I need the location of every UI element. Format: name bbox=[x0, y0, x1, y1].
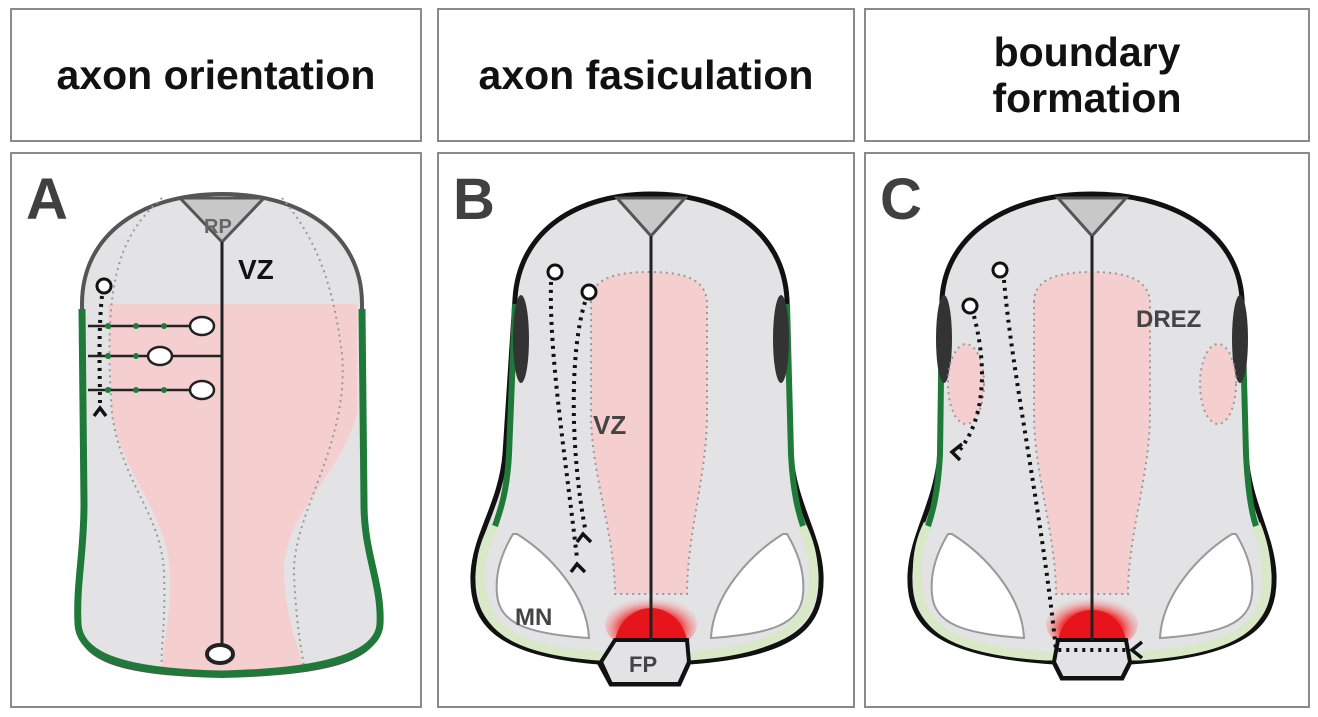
neuron-soma-icon bbox=[582, 285, 596, 299]
panel-letter: B bbox=[453, 170, 495, 230]
label-drez: DREZ bbox=[1136, 306, 1201, 334]
panel-a: A RP VZ bbox=[10, 152, 422, 708]
neuron-soma-icon bbox=[548, 265, 562, 279]
ventral-soma bbox=[207, 645, 233, 663]
label-rp: RP bbox=[204, 216, 232, 239]
floor-plate bbox=[1054, 640, 1130, 678]
label-vz: VZ bbox=[238, 254, 274, 286]
neuron-soma-icon bbox=[97, 279, 111, 293]
header-title: axon orientation bbox=[57, 52, 376, 98]
neuron-soma-icon bbox=[963, 299, 977, 313]
drez-cap-left bbox=[513, 295, 529, 383]
header-axon-fasiculation: axon fasiculation bbox=[437, 8, 855, 142]
panel-letter: A bbox=[26, 170, 68, 230]
label-mn: MN bbox=[515, 604, 552, 632]
header-boundary-formation: boundary formation bbox=[864, 8, 1310, 142]
panel-b-diagram bbox=[439, 154, 855, 708]
panel-c-diagram bbox=[866, 154, 1310, 708]
label-fp: FP bbox=[629, 652, 657, 678]
header-axon-orientation: axon orientation bbox=[10, 8, 422, 142]
drez-cap-right bbox=[773, 295, 789, 383]
panel-c: C DREZ bbox=[864, 152, 1310, 708]
panel-b: B VZ MN FP bbox=[437, 152, 855, 708]
header-title: boundary formation bbox=[957, 29, 1217, 121]
pink-lateral-right bbox=[1200, 344, 1236, 424]
label-vz: VZ bbox=[593, 410, 626, 441]
panel-letter: C bbox=[880, 170, 922, 230]
header-title: axon fasiculation bbox=[479, 52, 814, 98]
neuron-soma-icon bbox=[993, 263, 1007, 277]
